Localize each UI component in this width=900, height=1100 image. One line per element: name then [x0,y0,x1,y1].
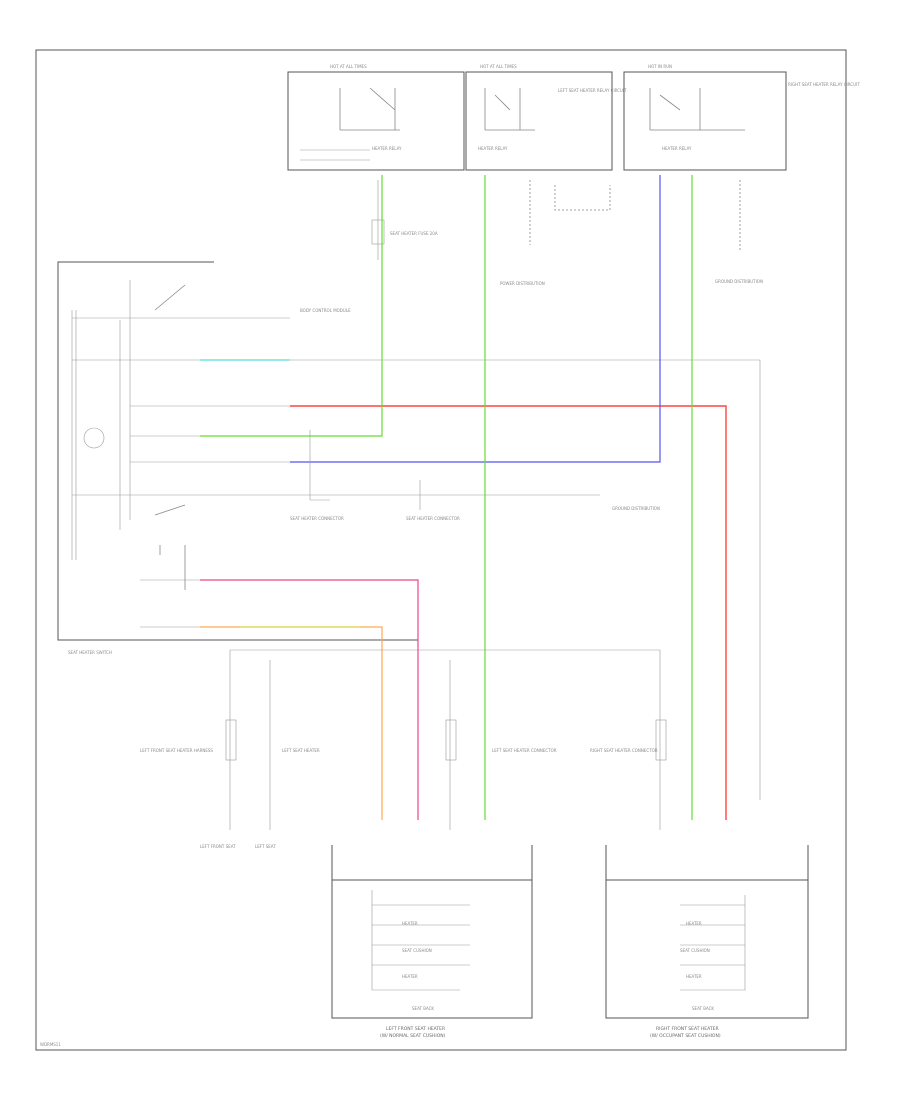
left-block-caption-2: (W/ NORMAL SEAT CUSHION) [380,1033,446,1039]
right-heater-label-1: HEATER [686,921,702,926]
ref-right-conn: RIGHT SEAT HEATER CONNECTOR [590,748,658,753]
ref-left-conn-a: LEFT FRONT SEAT HEATER HARNESS [140,748,213,753]
right-block-inner-label: SEAT BACK [692,1006,714,1011]
relay-right-label: HEATER RELAY [662,146,692,151]
ref-mid-conn: LEFT SEAT HEATER CONNECTOR [492,748,557,753]
relay-left: HOT AT ALL TIMES HEATER RELAY [287,64,465,171]
relay-right-title: HOT IN RUN [648,64,672,69]
relay-mid-note: LEFT SEAT HEATER RELAY CIRCUIT [558,88,627,93]
ref-body-control: BODY CONTROL MODULE [300,308,351,313]
wire-red [290,405,727,820]
switch-label: SEAT HEATER SWITCH [68,650,112,655]
right-heater-label-2: SEAT CUSHION [680,948,710,953]
seat-heater-switch: SEAT HEATER SWITCH [57,261,418,655]
left-heater-label-1: HEATER [402,921,418,926]
relay-right: HOT IN RUN HEATER RELAY RIGHT SEAT HEATE… [623,64,860,171]
heater-block-right: HEATER SEAT CUSHION HEATER SEAT BACK RIG… [605,845,809,1039]
right-block-caption-2: (W/ OCCUPANT SEAT CUSHION) [650,1033,721,1039]
ref-heater-right: SEAT HEATER CONNECTOR [406,516,460,521]
ref-power-dist: POWER DISTRIBUTION [500,281,545,286]
ref-bottom-left-b: LEFT SEAT [255,844,276,849]
right-block-caption-1: RIGHT FRONT SEAT HEATER [656,1026,719,1032]
right-heater-label-3: HEATER [686,974,702,979]
relay-right-note: RIGHT SEAT HEATER RELAY CIRCUIT [788,82,860,87]
ref-fuse-block: SEAT HEATER FUSE 20A [390,231,438,236]
ref-ground-dist: GROUND DISTRIBUTION [715,279,763,284]
relay-mid-title: HOT AT ALL TIMES [480,64,517,69]
relay-mid-label: HEATER RELAY [478,146,508,151]
heater-block-left: HEATER SEAT CUSHION HEATER SEAT BACK LEF… [331,845,533,1039]
relay-left-label: HEATER RELAY [372,146,402,151]
ref-heater-left: SEAT HEATER CONNECTOR [290,516,344,521]
wire-blue [290,175,661,463]
left-heater-label-3: HEATER [402,974,418,979]
wire-orange [200,626,383,820]
diagram-frame [35,49,847,1051]
left-heater-label-2: SEAT CUSHION [402,948,432,953]
left-block-inner-label: SEAT BACK [412,1006,434,1011]
relay-mid: HOT AT ALL TIMES HEATER RELAY LEFT SEAT … [465,64,627,171]
ref-ground-switch: GROUND DISTRIBUTION [612,506,660,511]
wire-green-left [200,175,383,437]
ref-left-conn-b: LEFT SEAT HEATER [282,748,320,753]
ref-bottom-left-a: LEFT FRONT SEAT [200,844,236,849]
left-block-caption-1: LEFT FRONT SEAT HEATER [386,1026,445,1032]
footer-code: WDRMS11 [40,1042,61,1047]
relay-left-title: HOT AT ALL TIMES [330,64,367,69]
wire-pink [200,579,419,820]
